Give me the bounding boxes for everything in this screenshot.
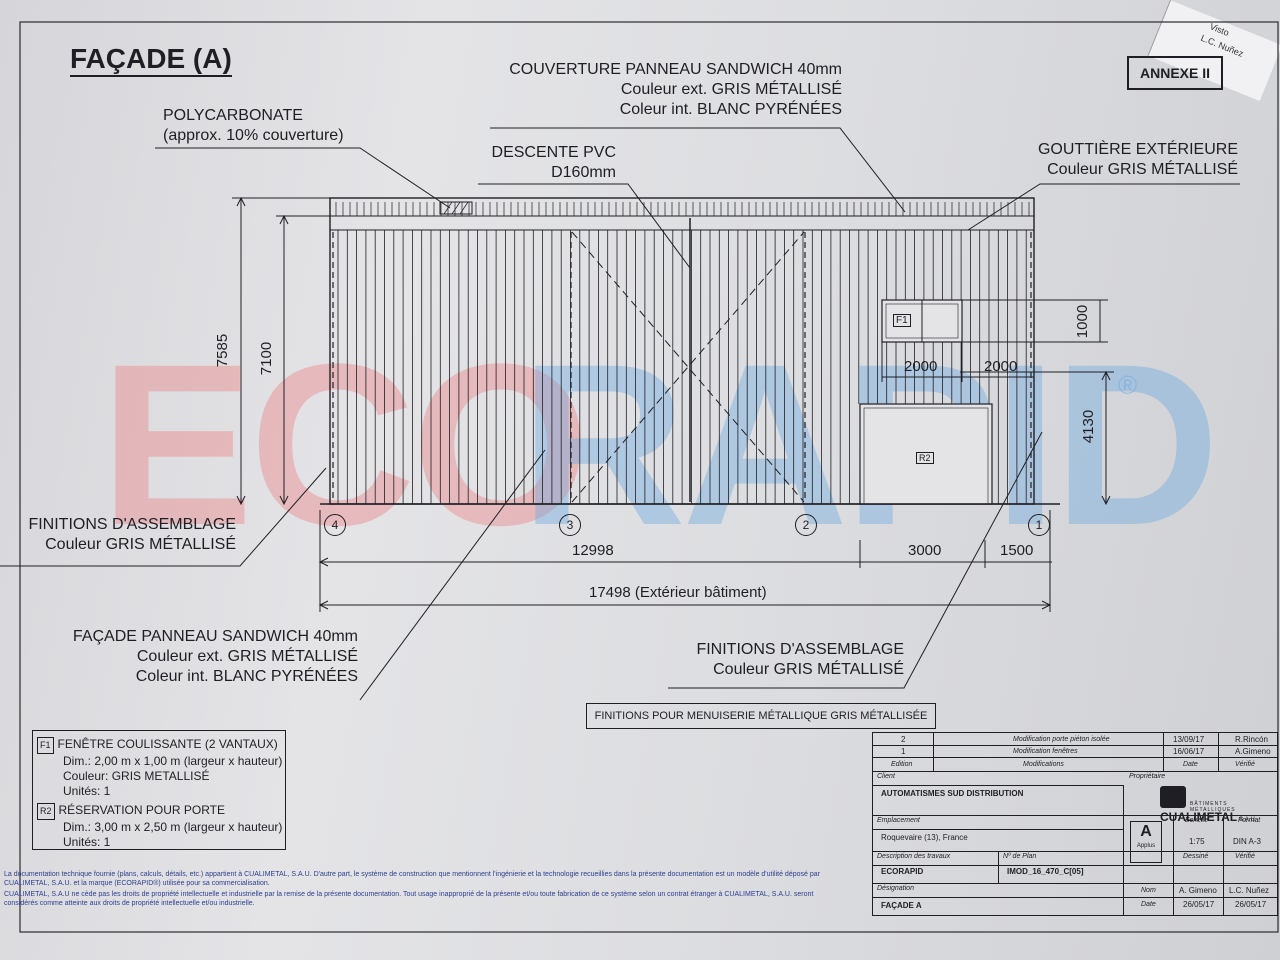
dim-line-7100 <box>276 214 330 506</box>
callout-gouttiere: GOUTTIÈRE EXTÉRIEURE Couleur GRIS MÉTALL… <box>1037 141 1238 178</box>
certification-badge: A Applus <box>1130 821 1162 863</box>
dim-1000: 1000 <box>1074 304 1092 339</box>
dim-7100: 7100 <box>258 341 276 376</box>
legal-note-1: La documentation technique fournie (plan… <box>4 871 820 887</box>
company-logo-mark <box>1160 786 1186 808</box>
dim-7585: 7585 <box>214 333 232 368</box>
dim-span-12998: 12998 <box>572 542 614 559</box>
dim-span-3000: 3000 <box>908 542 942 559</box>
watermark-registered: ® <box>1118 370 1137 400</box>
callout-couverture: COUVERTURE PANNEAU SANDWICH 40mm Couleur… <box>509 61 842 118</box>
bracing-cross <box>571 231 805 503</box>
plan-number: IMOD_16_470_C[05] <box>1007 867 1084 876</box>
legend-f1-title: FENÊTRE COULISSANTE (2 VANTAUX) <box>57 737 278 751</box>
callout-finitions-right: FINITIONS D'ASSEMBLAGE Couleur GRIS MÉTA… <box>696 641 904 678</box>
dim-span-1500: 1500 <box>1000 542 1034 559</box>
legend-r2-title: RÉSERVATION POUR PORTE <box>58 803 225 817</box>
axis-marker-1: 1 <box>1028 514 1050 536</box>
dim-line-window-widths <box>881 342 1034 382</box>
scale-value: 1:75 <box>1189 837 1205 846</box>
axis-marker-4: 4 <box>324 514 346 536</box>
dim-line-spans <box>318 510 1052 612</box>
callout-polycarbonate: POLYCARBONATE (approx. 10% couverture) <box>163 107 344 144</box>
emplacement: Roquevaire (13), France <box>881 833 968 842</box>
legal-note-2: CUALIMETAL, S.A.U ne cède pas les droits… <box>4 891 814 907</box>
designation: FAÇADE A <box>881 901 922 910</box>
dim-window-left: 2000 <box>904 358 938 375</box>
dim-line-4130 <box>960 370 1114 506</box>
leader-lines <box>0 127 1240 701</box>
dim-line-total <box>318 600 1052 610</box>
column-axis-lines <box>332 232 1032 502</box>
window-marker-f1: F1 <box>893 314 911 327</box>
gutter-ticks <box>335 202 1030 216</box>
axis-marker-3: 3 <box>559 514 581 536</box>
annexe-label: ANNEXE II <box>1127 56 1223 90</box>
client-name: AUTOMATISMES SUD DISTRIBUTION <box>881 789 1024 798</box>
callout-finitions-left: FINITIONS D'ASSEMBLAGE Couleur GRIS MÉTA… <box>28 516 236 553</box>
format-value: DIN A-3 <box>1233 837 1262 846</box>
description: ECORAPID <box>881 867 924 876</box>
sheet-frame <box>19 21 1279 933</box>
dim-line-1000 <box>962 299 1108 343</box>
door-marker-r2: R2 <box>916 452 934 464</box>
dim-total: 17498 (Extérieur bâtiment) <box>589 584 767 601</box>
dim-window-right: 2000 <box>984 358 1018 375</box>
dim-line-7585 <box>232 196 330 506</box>
legend-r2-tag: R2 <box>37 803 55 820</box>
dim-4130: 4130 <box>1080 409 1098 444</box>
legend-f1-tag: F1 <box>37 737 54 754</box>
title-block: 2 Modification porte piéton isolée 13/09… <box>872 732 1278 916</box>
page-title: FAÇADE (A) <box>70 43 232 77</box>
menuiserie-note: FINITIONS POUR MENUISERIE MÉTALLIQUE GRI… <box>586 703 936 729</box>
callout-facade: FAÇADE PANNEAU SANDWICH 40mm Couleur ext… <box>72 628 358 685</box>
callout-descente: DESCENTE PVC D160mm <box>491 144 616 181</box>
axis-marker-2: 2 <box>795 514 817 536</box>
polycarbonate-panel <box>439 201 473 215</box>
polycarbonate-hatch <box>443 201 469 215</box>
door-opening-r2 <box>859 403 993 505</box>
